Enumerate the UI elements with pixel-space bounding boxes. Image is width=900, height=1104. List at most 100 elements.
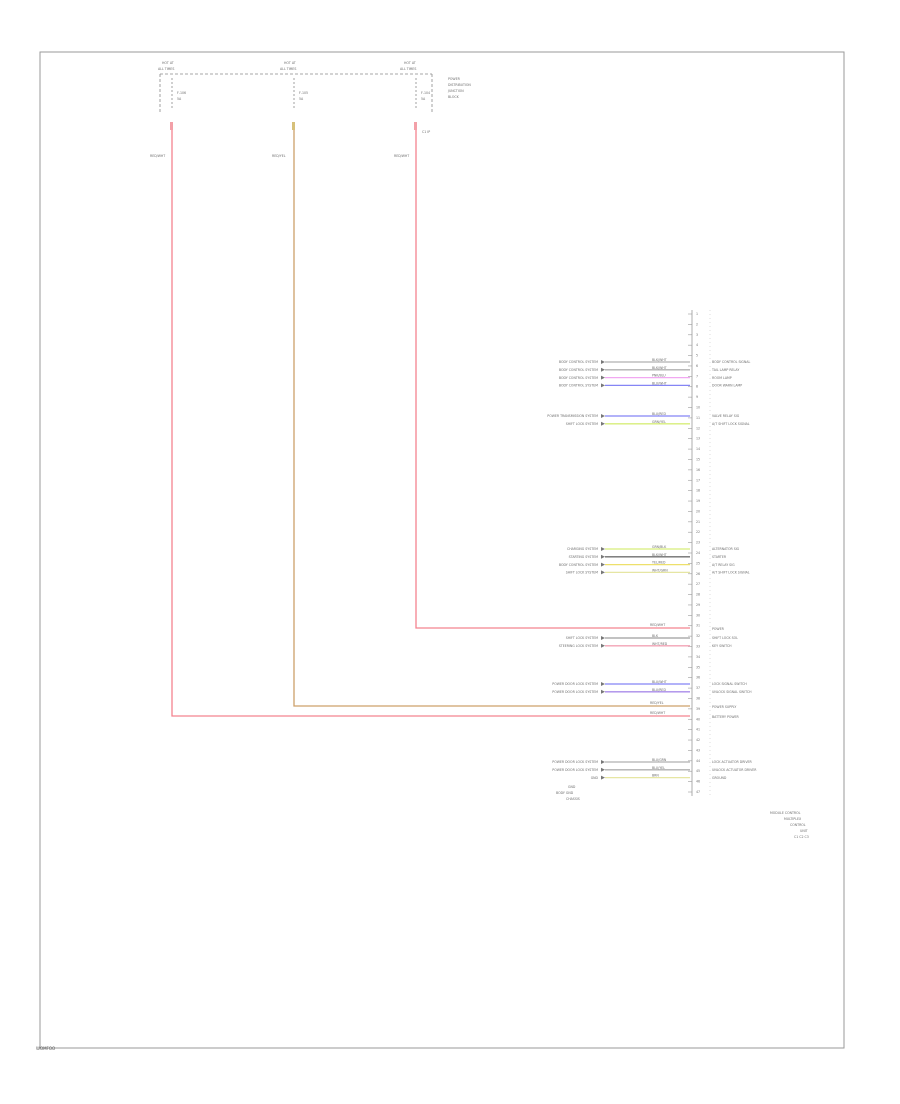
row-circuit-label: GND <box>591 776 599 780</box>
pin-number: 5 <box>696 354 698 358</box>
row-function-label: A/T SHIFT LOCK SIGNAL <box>712 571 750 575</box>
pin-number: 20 <box>696 509 700 513</box>
feed-wire-red-white <box>171 130 690 717</box>
row-function-label: UNLOCK SIGNAL SWITCH <box>712 690 752 694</box>
bus-label-3-bot: ALL TIMES <box>400 67 416 71</box>
pin-number: 10 <box>696 406 700 410</box>
row-function-label: A/T RELAY SIG <box>712 563 735 567</box>
pin-number: 11 <box>696 416 700 420</box>
row-circuit-label: STEERING LOCK SYSTEM <box>559 644 598 648</box>
row-function-label: BODY CONTROL SIGNAL <box>712 360 750 364</box>
fuse-2-amp: 5A <box>299 97 304 101</box>
bus-label-1-top: HOT AT <box>162 61 174 65</box>
fuse-2-terminal <box>292 122 295 130</box>
pin-number: 9 <box>696 395 698 399</box>
pin-number: 39 <box>696 707 700 711</box>
row-function-label: UNLOCK ACTUATOR DRIVER <box>712 768 757 772</box>
row-function-label: ROOM LAMP <box>712 376 732 380</box>
connector-arrow-icon <box>601 682 605 686</box>
pin-number: 1 <box>696 312 698 316</box>
pin-number: 23 <box>696 541 700 545</box>
fuse-3-terminal <box>414 122 417 130</box>
connector-arrow-icon <box>601 414 605 418</box>
row-function-label: LOCK ACTUATOR DRIVER <box>712 760 753 764</box>
pin-number: 2 <box>696 322 698 326</box>
pin-number: 8 <box>696 385 698 389</box>
pin-number: 36 <box>696 676 700 680</box>
pin-number: 22 <box>696 530 700 534</box>
connector-arrow-icon <box>601 775 605 780</box>
pin-number: 4 <box>696 343 698 347</box>
feed-row-1-func: POWER <box>712 627 725 631</box>
row-function-label: DOOR WARN LAMP <box>712 384 742 388</box>
connector-row: POWER DOOR LOCK SYSTEM BLU/YEL UNLOCK ACTU… <box>552 766 757 772</box>
connector-arrow-icon <box>601 570 605 575</box>
ground-label-3: CHASSIS <box>566 797 580 801</box>
row-wire-color: GRN/YEL <box>652 420 666 424</box>
pin-number: 24 <box>696 551 700 555</box>
pin-number: 16 <box>696 468 700 472</box>
pin-number: 45 <box>696 769 700 773</box>
row-wire-color: WHT/RED <box>652 642 668 646</box>
fuse-box-label-2: DISTRIBUTION <box>448 83 471 87</box>
connector-arrow-icon <box>601 421 605 426</box>
row-circuit-label: CHARGING SYSTEM <box>567 547 598 551</box>
row-wire-color: BLK/WHT <box>652 553 667 557</box>
fuse-box-label-4: BLOCK <box>448 95 460 99</box>
pin-number: 33 <box>696 645 700 649</box>
fuse-1-amp: 5A <box>177 97 182 101</box>
pin-number: 27 <box>696 582 700 586</box>
pin-number: 30 <box>696 613 700 617</box>
pin-number: 19 <box>696 499 700 503</box>
pin-number: 3 <box>696 333 698 337</box>
row-wire-color: BLU/YEL <box>652 766 665 770</box>
module-label-3: CONTROL <box>790 823 806 827</box>
connector-arrow-icon <box>601 643 605 648</box>
bus-label-2-bot: ALL TIMES <box>280 67 296 71</box>
row-function-label: GROUND <box>712 776 727 780</box>
pin-number: 15 <box>696 457 700 461</box>
fuse-1-id: F-106 <box>177 91 186 95</box>
row-circuit-label: SHIFT LOCK SYSTEM <box>566 636 599 640</box>
pin-number: 7 <box>696 374 698 378</box>
bus-label-1-bot: ALL TIMES <box>158 67 174 71</box>
module-label-5: C1 C2 C3 <box>794 835 809 839</box>
fuse-1-terminal <box>170 122 173 130</box>
row-wire-color: PNK/BLU <box>652 374 666 378</box>
pin-number: 32 <box>696 634 700 638</box>
row-wire-color: BLK/WHT <box>652 366 667 370</box>
row-function-label: TAIL LAMP RELAY <box>711 368 739 372</box>
footer-code: WOMFOO <box>36 1046 56 1051</box>
pin-number: 40 <box>696 717 700 721</box>
row-circuit-label: POWER DOOR LOCK SYSTEM <box>552 768 598 772</box>
pin-number: 43 <box>696 748 700 752</box>
pin-number: 34 <box>696 655 700 659</box>
pin-number: 17 <box>696 478 700 482</box>
fuse-1: F-106 5A RED/WHT <box>150 78 186 158</box>
connector-arrow-icon <box>601 562 605 567</box>
row-function-label: STARTER <box>712 555 727 559</box>
pin-number: 46 <box>696 780 700 784</box>
pin-number: 37 <box>696 686 700 690</box>
feed-row-2-wire: RED/YEL <box>650 701 664 705</box>
row-function-label: SHIFT LOCK SOL <box>712 636 738 640</box>
row-wire-color: BLK <box>652 634 659 638</box>
fuse-2: F-105 5A RED/YEL <box>272 78 308 158</box>
module-label-2: MULTIPLEX <box>784 817 802 821</box>
feed-wire-red-white-2 <box>415 130 690 629</box>
fuse-3-id: F-104 <box>421 91 430 95</box>
pin-number: 18 <box>696 489 700 493</box>
pin-number: 12 <box>696 426 700 430</box>
connector-arrow-icon <box>601 554 605 559</box>
pin-number: 31 <box>696 624 700 628</box>
